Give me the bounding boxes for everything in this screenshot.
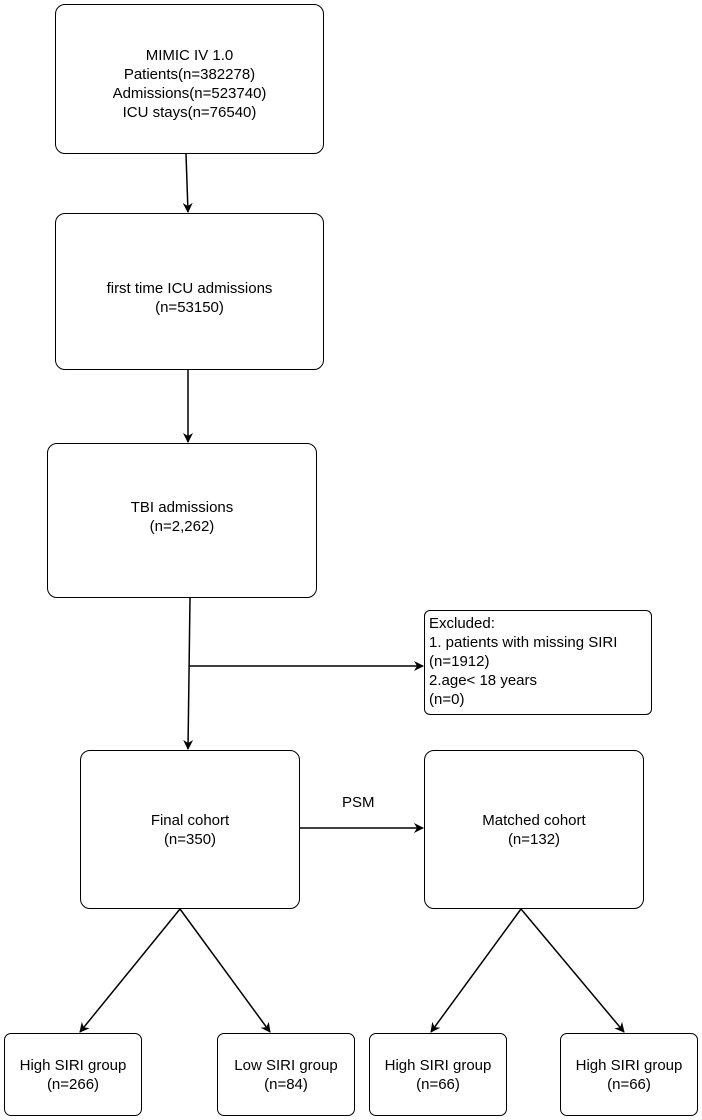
arrow-matched-to-high-2 bbox=[520, 908, 625, 1033]
psm-label: PSM bbox=[342, 794, 375, 811]
arrow-tbi-to-final-cohort bbox=[183, 597, 194, 750]
source-line-4: ICU stays(n=76540) bbox=[122, 104, 257, 121]
matched-high-siri-1-line-2: (n=66) bbox=[416, 1075, 460, 1093]
final-cohort-box: Final cohort (n=350) bbox=[80, 750, 300, 909]
excluded-line-3: (n=1912) bbox=[429, 653, 490, 670]
tbi-box: TBI admissions (n=2,262) bbox=[47, 443, 317, 598]
matched-high-siri-2-line-1: High SIRI group bbox=[575, 1056, 683, 1074]
source-line-3: Admissions(n=523740) bbox=[112, 85, 267, 102]
source-line-1: MIMIC IV 1.0 bbox=[145, 47, 234, 64]
matched-high-siri-1-line-1: High SIRI group bbox=[384, 1056, 492, 1074]
excluded-line-4: 2.age< 18 years bbox=[429, 672, 537, 689]
excluded-line-1: Excluded: bbox=[429, 615, 495, 632]
matched-high-siri-box-2: High SIRI group (n=66) bbox=[560, 1033, 698, 1116]
final-high-siri-line-1: High SIRI group bbox=[19, 1056, 127, 1074]
final-high-siri-line-2: (n=266) bbox=[46, 1075, 100, 1093]
arrow-source-to-first-icu bbox=[182, 153, 193, 213]
source-line-2: Patients(n=382278) bbox=[123, 66, 256, 83]
matched-high-siri-box-1: High SIRI group (n=66) bbox=[369, 1033, 507, 1116]
excluded-line-2: 1. patients with missing SIRI bbox=[429, 634, 618, 651]
excluded-box: Excluded: 1. patients with missing SIRI … bbox=[424, 610, 652, 715]
matched-cohort-line-1: Matched cohort bbox=[482, 811, 586, 829]
first-icu-line-1: first time ICU admissions bbox=[106, 279, 273, 297]
excluded-line-5: (n=0) bbox=[429, 691, 465, 708]
source-box: MIMIC IV 1.0 Patients(n=382278) Admissio… bbox=[55, 4, 324, 154]
tbi-line-1: TBI admissions bbox=[130, 498, 234, 516]
matched-high-siri-2-line-2: (n=66) bbox=[607, 1075, 651, 1093]
final-cohort-line-1: Final cohort bbox=[150, 811, 230, 829]
final-cohort-line-2: (n=350) bbox=[163, 830, 217, 848]
matched-cohort-box: Matched cohort (n=132) bbox=[424, 750, 644, 909]
final-low-siri-line-1: Low SIRI group bbox=[234, 1056, 338, 1074]
arrow-final-to-low bbox=[179, 908, 271, 1033]
final-low-siri-line-2: (n=84) bbox=[264, 1075, 308, 1093]
first-icu-line-2: (n=53150) bbox=[155, 298, 224, 316]
tbi-line-2: (n=2,262) bbox=[149, 517, 215, 535]
first-icu-box: first time ICU admissions (n=53150) bbox=[55, 213, 324, 370]
arrow-final-to-high bbox=[79, 908, 181, 1033]
matched-cohort-line-2: (n=132) bbox=[507, 830, 561, 848]
arrow-matched-to-high-1 bbox=[430, 908, 522, 1033]
final-high-siri-box: High SIRI group (n=266) bbox=[4, 1033, 142, 1116]
final-low-siri-box: Low SIRI group (n=84) bbox=[217, 1033, 355, 1116]
